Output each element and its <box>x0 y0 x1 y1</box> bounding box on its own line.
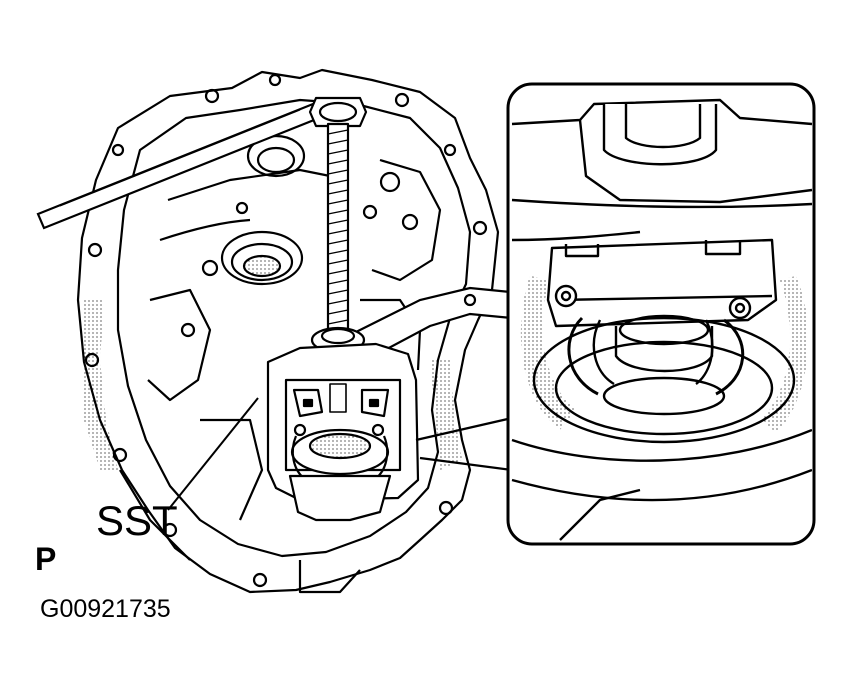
sst-puller <box>266 96 420 522</box>
sst-leader-line <box>167 397 259 511</box>
figure-id: G00921735 <box>40 595 171 623</box>
magnified-inset <box>506 82 816 546</box>
view-marker: P <box>35 541 57 577</box>
sst-label: SST <box>96 497 178 544</box>
inset-connector <box>415 416 513 472</box>
